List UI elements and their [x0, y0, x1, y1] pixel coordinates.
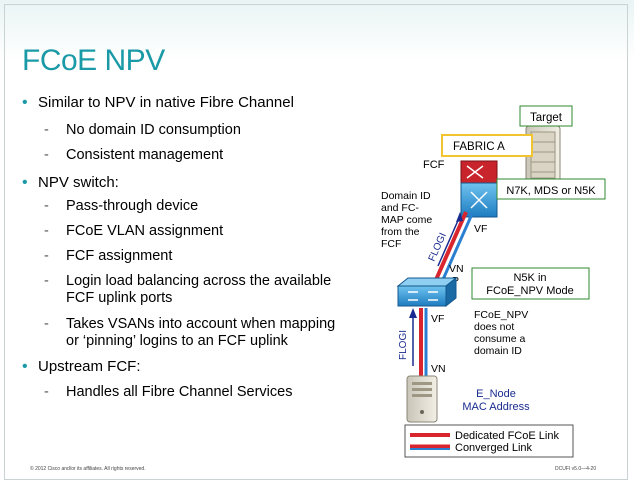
vf-label-top: VF [474, 223, 487, 235]
flogi-label-bottom: FLOGI [398, 330, 409, 360]
footer-course-code: DCUFI v5.0—4-20 [555, 466, 597, 472]
sub-bullet: -FCF assignment [44, 248, 173, 264]
fcf-label: FCF [423, 159, 445, 171]
sub-bullet: -Handles all Fibre Channel Services [44, 384, 293, 400]
vn-label-mid: VN [449, 263, 464, 275]
enode-label-line2: MAC Address [462, 401, 530, 413]
footer-copyright: © 2012 Cisco and/or its affiliates. All … [30, 466, 146, 472]
flogi-arrow [437, 215, 461, 267]
bullet-item: •Upstream FCF: [22, 358, 141, 375]
n7k-label: N7K, MDS or N5K [506, 185, 596, 197]
sub-bullet: -Login load balancing across the availab… [44, 273, 332, 289]
svg-text:FCoE_NPV: FCoE_NPV [474, 309, 528, 321]
fcf-switch-icon [460, 160, 498, 218]
sub-bullet: -Consistent management [44, 147, 224, 163]
target-label-box [519, 105, 573, 127]
npv-switch-icon [396, 276, 458, 308]
legend: Dedicated FCoE Link Converged Link [404, 424, 574, 458]
enode-label-line1: E_Node [476, 388, 516, 400]
target-label: Target [530, 112, 563, 124]
domain-id-note: Domain ID and FC- MAP come from the FCF [381, 190, 432, 250]
slide-title: FCoE NPV [22, 44, 165, 77]
server-icon [406, 375, 438, 423]
bullet-item: •NPV switch: [22, 174, 119, 191]
n7k-label-box [496, 178, 606, 200]
svg-text:from the: from the [381, 226, 420, 238]
n5k-label-line2: FCoE_NPV Mode [486, 285, 573, 297]
legend-label-converged: Converged Link [455, 442, 533, 454]
n5k-label-line1: N5K in [513, 272, 546, 284]
npv-note: FCoE_NPV does not consume a domain ID [474, 309, 528, 357]
sub-bullet: -Takes VSANs into account when mapping [44, 316, 336, 332]
svg-text:and FC-: and FC- [381, 202, 419, 214]
target-storage-icon [525, 125, 561, 185]
sub-bullet-continuation: or ‘pinning’ logins to an FCF uplink [66, 333, 288, 349]
bullet-item: •Similar to NPV in native Fibre Channel [22, 94, 294, 111]
legend-label-dedicated: Dedicated FCoE Link [455, 430, 559, 442]
sub-bullet-continuation: FCF uplink ports [66, 290, 173, 306]
converged-link [433, 211, 468, 283]
vf-label-bottom: VF [431, 313, 444, 325]
fabric-label: FABRIC A [453, 141, 505, 153]
svg-text:does not: does not [474, 321, 514, 333]
svg-text:domain ID: domain ID [474, 345, 522, 357]
svg-text:MAP come: MAP come [381, 214, 432, 226]
n5k-label-box [471, 267, 590, 300]
sub-bullet: -FCoE VLAN assignment [44, 223, 224, 239]
svg-text:Domain ID: Domain ID [381, 190, 431, 202]
vn-label-bottom: VN [431, 363, 446, 375]
slide-frame [4, 4, 628, 480]
fabric-label-box [441, 134, 533, 157]
svg-text:consume a: consume a [474, 333, 526, 345]
sub-bullet: -Pass-through device [44, 198, 199, 214]
sub-bullet: -No domain ID consumption [44, 122, 241, 138]
svg-text:FCF: FCF [381, 238, 401, 250]
